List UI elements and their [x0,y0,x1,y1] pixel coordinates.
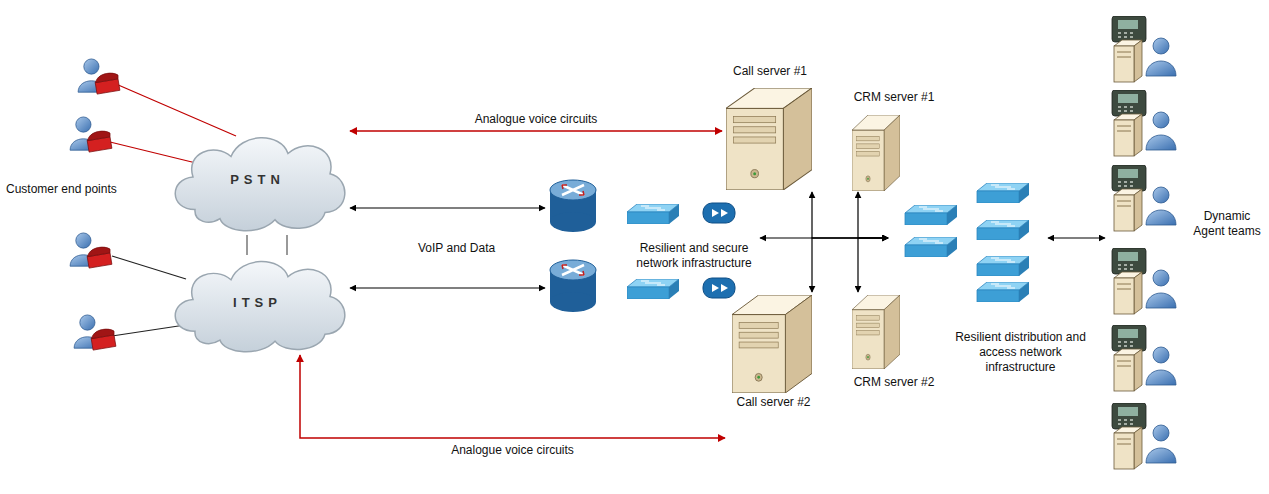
link-arrow [858,192,888,238]
node-text: ITSP [165,295,350,310]
node-text: Dynamic Agent teams [1192,209,1262,239]
link-arrow [350,207,545,208]
link-arrow [246,235,247,255]
node-text: Resilient distribution and access networ… [948,330,1093,375]
node-text: CRM server #1 [848,90,940,105]
network-group: Resilient and secure network infrastruct… [545,175,760,320]
link-arrow [286,235,287,255]
link-arrow [812,238,888,292]
voice-circuit-arrow [300,355,725,438]
switch-group: Resilient distribution and access networ… [888,182,1048,382]
side-label: Customer end points [6,182,117,197]
node-text: CRM server #2 [848,375,940,390]
node-text: Call server #1 [722,64,818,79]
agent-group: Dynamic Agent teams [1105,15,1262,475]
server-icon: CRM server #2 [848,292,940,392]
link-arrow [812,192,888,238]
edge-label: Analogue voice circuits [448,443,577,458]
itsp-cloud: ITSP [165,255,350,355]
node-text: Resilient and secure network infrastruct… [625,241,763,271]
server-icon: CRM server #1 [848,88,940,192]
node-text: PSTN [165,172,350,187]
edge-label: Analogue voice circuits [472,112,601,127]
pstn-cloud: PSTN [165,128,350,235]
link-arrow [350,287,545,288]
server-icon: Call server #1 [722,62,818,192]
voice-circuit-arrow [350,130,722,132]
server-icon: Call server #2 [725,292,822,448]
link-arrow [858,238,888,292]
link-arrow [1048,237,1105,238]
link-label: VoIP and Data [418,241,495,256]
node-text: Call server #2 [725,395,822,410]
